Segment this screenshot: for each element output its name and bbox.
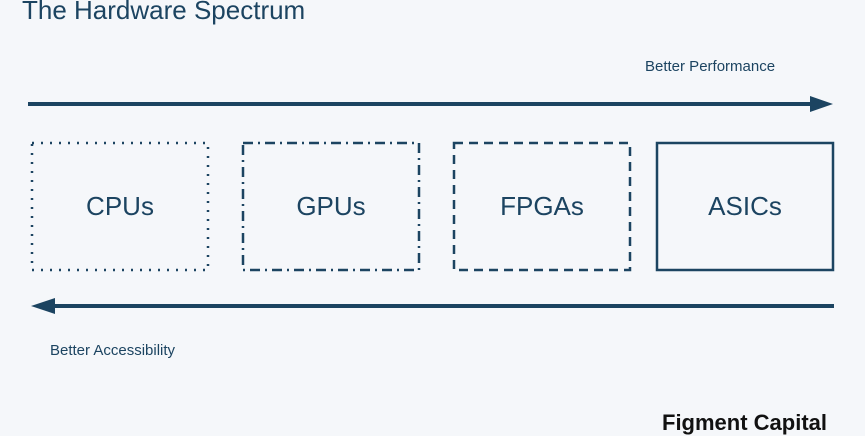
accessibility-arrow	[31, 298, 834, 314]
performance-label: Better Performance	[645, 58, 776, 75]
fpgas-box-border	[452, 141, 632, 272]
accessibility-label: Better Accessibility	[50, 342, 176, 359]
cpus-box: CPUs	[86, 191, 154, 221]
performance-arrow	[28, 96, 833, 112]
gpus-box: GPUs	[296, 191, 366, 221]
diagram-shapes	[28, 96, 835, 314]
fpgas-box: FPGAs	[500, 191, 584, 221]
asics-box-border	[655, 141, 835, 272]
brand-logo: Figment Capital	[662, 410, 828, 435]
gpus-box-border	[241, 141, 421, 272]
asics-box: ASICs	[708, 191, 782, 221]
diagram-title: The Hardware Spectrum	[22, 0, 306, 25]
